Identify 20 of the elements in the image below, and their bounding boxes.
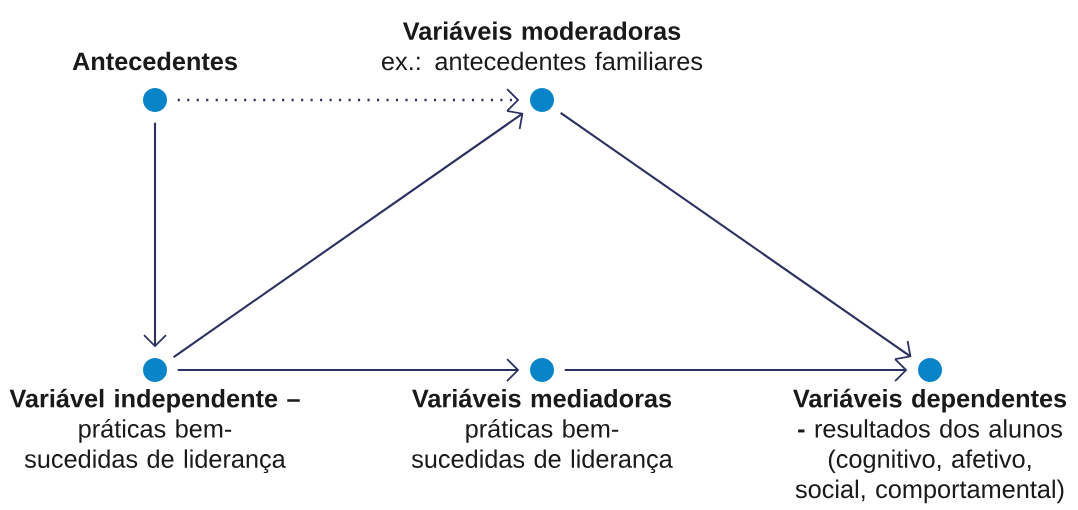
dot-node <box>143 358 167 382</box>
arrow <box>177 358 520 382</box>
arrow <box>564 358 908 382</box>
heading: Antecedentes <box>72 51 237 71</box>
description: ex.: antecedentes familiares <box>382 51 703 71</box>
arrow <box>177 88 520 112</box>
heading: Variáveis moderadoras <box>402 21 681 41</box>
dot-node <box>530 358 554 382</box>
description: práticas bem-sucedidas de liderança <box>411 418 673 474</box>
heading: Variáveis mediadoras <box>412 388 672 408</box>
arrow <box>173 110 524 358</box>
arrow <box>560 112 912 360</box>
arrow <box>143 122 167 348</box>
dot-node <box>918 358 943 382</box>
dot-node <box>143 88 167 112</box>
description: práticas bem-sucedidas de liderança <box>24 418 286 474</box>
heading: Variáveis dependentes <box>793 388 1067 413</box>
heading: Variável independente – <box>9 388 300 413</box>
dot-node <box>530 88 554 112</box>
description: - resultados dos alunos (cognitivo, afetivo, social, comportamental) <box>795 419 1064 504</box>
